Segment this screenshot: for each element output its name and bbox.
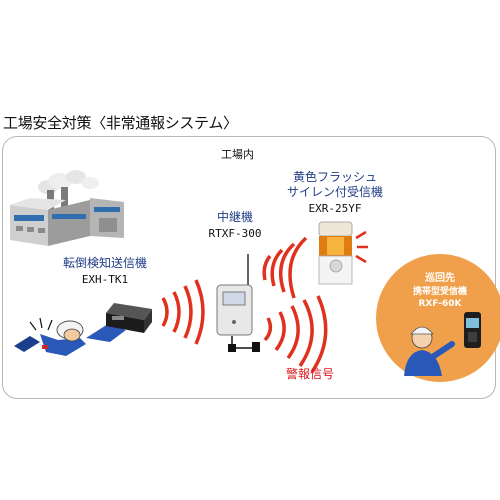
patrol-worker-icon — [404, 326, 455, 376]
patrol-area — [376, 254, 500, 382]
factory-area-frame — [2, 136, 496, 399]
patrol-heading: 巡回先 — [425, 273, 455, 284]
patrol-receiver-model: RXF-60K — [418, 299, 462, 309]
factory-building-icon — [10, 170, 124, 246]
flash-siren-receiver-icon — [318, 221, 368, 285]
receiver-name-line2: サイレン付受信機 — [286, 185, 383, 199]
receiver-name-line1: 黄色フラッシュ — [292, 170, 377, 184]
area-label: 工場内 — [221, 148, 254, 161]
signal-waves-to-repeater — [161, 279, 205, 345]
portable-receiver-icon — [464, 312, 481, 348]
repeater-name: 中継機 — [216, 210, 253, 224]
signal-waves-to-patrol — [263, 295, 328, 373]
repeater-device-icon — [216, 254, 260, 352]
page-title: 工場安全対策〈非常通報システム〉 — [3, 114, 238, 132]
alarm-signal-label: 警報信号 — [285, 367, 334, 381]
repeater-model: RTXF-300 — [208, 227, 262, 240]
transmitter-device-icon — [106, 303, 152, 333]
patrol-receiver-name: 携帯型受信機 — [412, 287, 467, 297]
signal-waves-to-receiver — [262, 236, 308, 299]
transmitter-name: 転倒検知送信機 — [62, 256, 147, 270]
receiver-model: EXR-25YF — [308, 202, 362, 215]
fallen-worker-icon — [14, 317, 126, 356]
transmitter-model: EXH-TK1 — [81, 273, 129, 286]
